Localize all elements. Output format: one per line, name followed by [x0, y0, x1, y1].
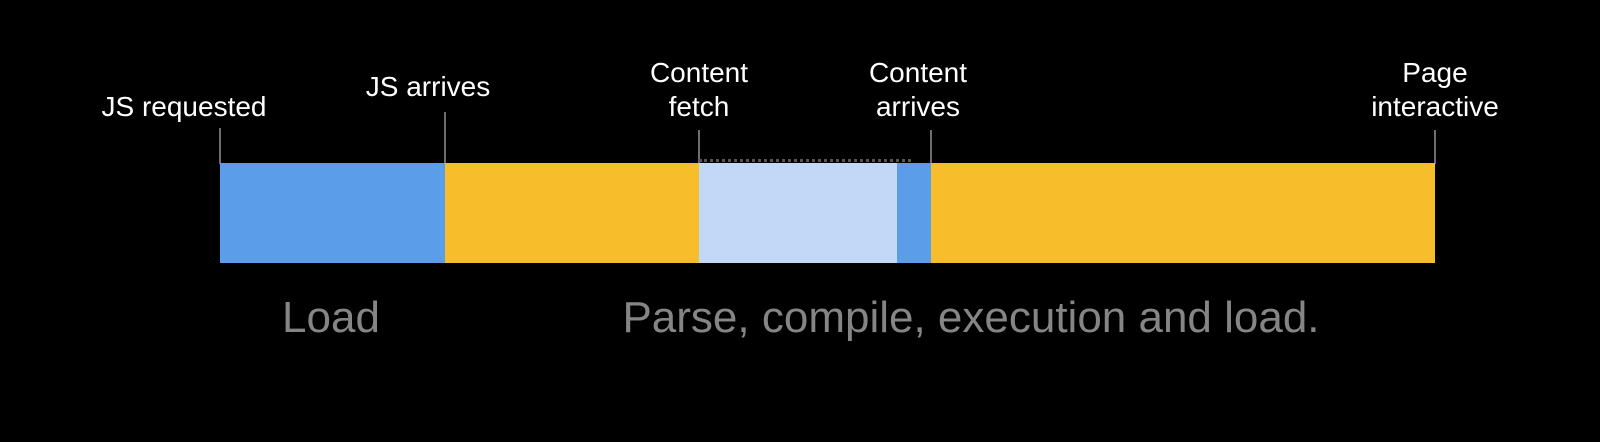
milestone-tick-page-interactive [1434, 130, 1436, 164]
segment-js-download [220, 163, 445, 263]
segment-parse-compile [445, 163, 699, 263]
milestone-label-js-arrives: JS arrives [308, 70, 548, 104]
content-fetch-dotted-edge [699, 159, 911, 162]
milestone-label-text: Content [868, 57, 968, 88]
segment-content-fetch-wait [699, 163, 897, 263]
milestone-label-text: arrives [875, 91, 960, 122]
phase-label-parse-compile-execution-load: Parse, compile, execution and load. [622, 293, 1320, 342]
milestone-tick-js-requested [219, 128, 221, 164]
milestone-label-text: interactive [1371, 91, 1499, 122]
timeline-bar [220, 163, 1435, 263]
milestone-label-text: fetch [668, 91, 730, 122]
milestone-label-text: JS arrives [365, 71, 491, 102]
phase-label-load: Load [282, 293, 380, 342]
milestone-label-content-arrives: Content arrives [798, 56, 1038, 124]
milestone-label-text: Page [1402, 57, 1468, 88]
milestone-tick-content-fetch [698, 130, 700, 164]
milestone-label-text: JS requested [101, 91, 267, 122]
segment-content-arrival [897, 163, 931, 263]
milestone-label-page-interactive: Page interactive [1285, 56, 1585, 124]
milestone-label-content-fetch: Content fetch [579, 56, 819, 124]
milestone-tick-content-arrives [930, 130, 932, 164]
milestone-label-text: Content [649, 57, 749, 88]
milestone-label-js-requested: JS requested [64, 90, 304, 124]
milestone-tick-js-arrives [444, 112, 446, 164]
segment-execution-load [931, 163, 1435, 263]
